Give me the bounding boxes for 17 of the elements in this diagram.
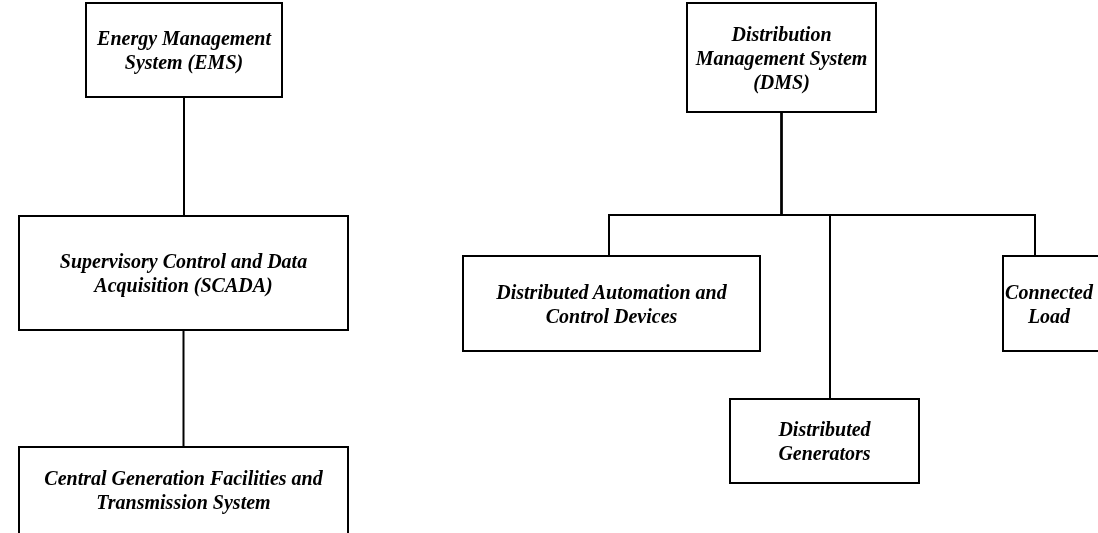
- process-box: [18, 446, 349, 533]
- connector-line: [780, 112, 1036, 256]
- box-label: Distributed Automation and Control Devices: [495, 279, 728, 328]
- box-label: Central Generation Facilities and Transmission System: [43, 465, 324, 514]
- process-box: [18, 215, 349, 331]
- process-box: [462, 255, 761, 352]
- connector-line: [182, 330, 185, 447]
- process-box: [1002, 255, 1098, 352]
- box-label: Energy Management System (EMS): [96, 26, 273, 74]
- process-box: [85, 2, 283, 98]
- box-label: Connected Load: [1004, 279, 1094, 328]
- box-label: Supervisory Control and Data Acquisition (SCADA): [58, 249, 309, 297]
- box-label: Distribution Management System (DMS): [694, 21, 869, 94]
- process-box: [729, 398, 920, 484]
- box-label: Distributed Generators: [777, 417, 872, 465]
- connector-line: [183, 97, 185, 216]
- process-box: [686, 2, 877, 113]
